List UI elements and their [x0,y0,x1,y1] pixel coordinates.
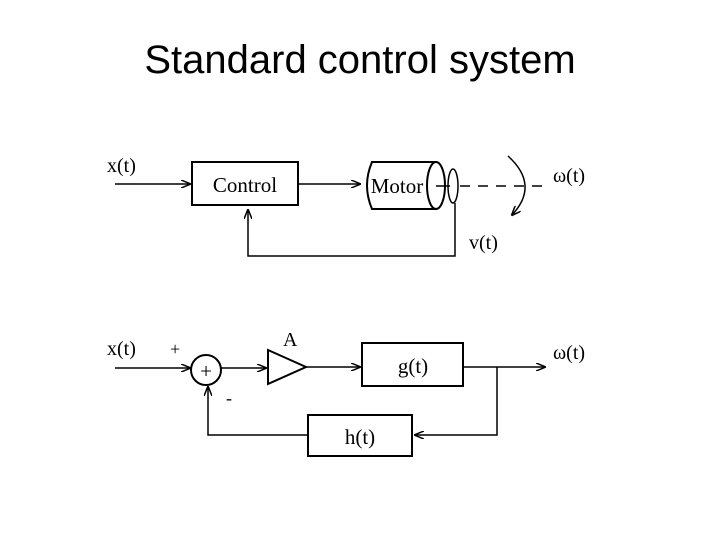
forward-block [361,342,464,387]
top-feedback-label: v(t) [469,232,498,254]
plus-sign: + [170,339,180,359]
motor-block [366,161,446,210]
slide-title: Standard control system [144,38,576,82]
motor-disc [447,168,459,204]
top-input-label: x(t) [107,155,136,177]
top-feedback-line [248,203,456,257]
bottom-diagram: x(t) + + - A g(t) ω(t) h(t) [107,329,585,457]
gain-amplifier [267,348,309,386]
summer-symbol: + [200,359,212,383]
bottom-input-label: x(t) [107,338,136,360]
gain-label: A [283,329,298,351]
motor-label: Motor [371,174,424,198]
feedback-label: h(t) [345,425,375,449]
bottom-output-label: ω(t) [553,342,585,364]
control-label: Control [213,173,277,197]
top-output-label: ω(t) [553,165,585,187]
summing-junction [190,354,222,386]
feedback-block [307,414,413,457]
forward-label: g(t) [398,354,428,378]
h-to-summer-line [208,387,308,436]
rotation-arc [507,155,526,215]
output-to-h-line [415,367,498,435]
control-block [191,161,299,206]
minus-sign: - [226,388,232,408]
top-diagram: x(t) Control Motor ω(t) v(t) [107,155,585,257]
